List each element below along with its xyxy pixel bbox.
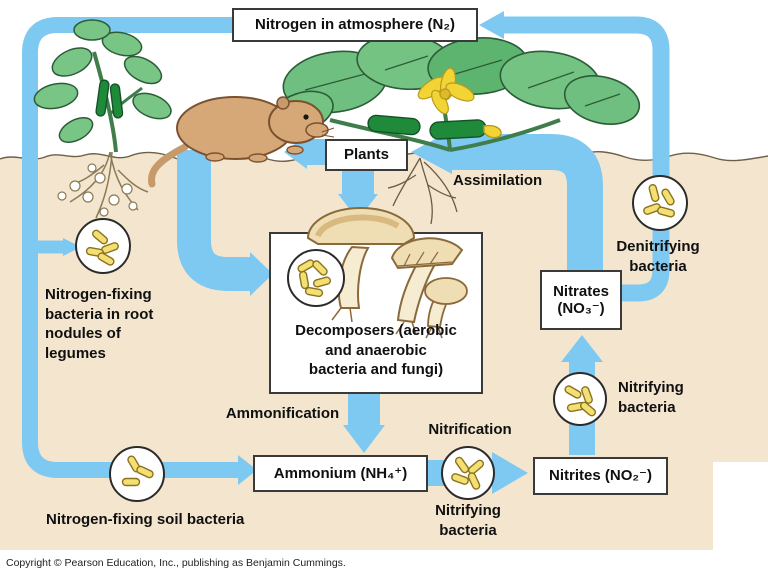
nitrifying-bacteria-lower-label: Nitrifying bacteria [435,502,501,539]
mushrooms [306,207,468,339]
denitrification-pipe [504,16,670,302]
arrow-into-nitrites [492,452,528,494]
squash-flower [417,67,475,115]
decomposers-label: Decomposers (aerobic and anaerobic bacte… [295,322,457,378]
arrow-into-nitrates [561,335,603,362]
arrow-into-decomposers [250,252,273,296]
cycle-arrowheads [63,11,603,494]
nfix-root-bacteria-label: Nitrogen-fixing bacteria in root nodules… [45,286,154,362]
denitrifying-bacteria-label: Denitrifying bacteria [616,238,700,275]
nfix-soil-bacteria-icon [109,446,165,502]
rat-tail [148,143,189,188]
arrow-into-ammonium-top [343,425,385,453]
squash-roots [387,157,458,225]
assimilation-pipe [452,134,603,271]
rat-consumer [148,96,335,188]
plants-box: Plants [325,139,408,171]
atmosphere-box: Nitrogen in atmosphere (N₂) [232,8,478,42]
decomposer-bacteria-icon [287,249,345,307]
ammonium-box: Ammonium (NH₄⁺) [253,455,428,492]
legume-plant [33,19,172,153]
rat-eye [303,114,309,120]
ammonification-label: Ammonification [225,405,340,422]
nitrates-box: Nitrates (NO₃⁻) [540,270,622,330]
denitrifying-bacteria-icon [632,175,688,231]
nitrifying-bacteria-upper-icon [553,372,607,426]
bean-pods [95,79,124,119]
nitrites-label: Nitrites (NO₂⁻) [549,467,652,485]
leaf-veins [304,55,621,107]
root-nodules [57,163,138,217]
nitrites-box: Nitrites (NO₂⁻) [533,457,668,495]
nitrogen-fixation-pipe [22,17,238,478]
arrow-into-root-nodule [63,238,81,256]
nfix-soil-bacteria-label: Nitrogen-fixing soil bacteria [46,511,245,528]
arrow-into-atmosphere [479,11,504,39]
nitrification-label: Nitrification [428,421,512,438]
copyright-text: Copyright © Pearson Education, Inc., pub… [6,557,346,569]
atmosphere-label: Nitrogen in atmosphere (N₂) [254,16,455,34]
nitrifying-bacteria-lower-icon [441,446,495,500]
ammonium-label: Ammonium (NH₄⁺) [273,464,408,482]
arrow-into-ammonium-left [238,455,257,485]
nitrates-label-line1: Nitrates [553,282,609,300]
nfix-root-bacteria-icon [75,218,131,274]
cycle-pipes [22,16,670,486]
zucchini-fruits [367,114,502,140]
nitrifying-bacteria-upper-label: Nitrifying bacteria [618,379,684,416]
squash-plant [270,33,641,152]
waste-to-decomposers-pipe [177,150,250,291]
mycelium [331,307,443,339]
assimilation-label: Assimilation [453,172,543,189]
arrow-plants-down [338,194,378,220]
rat-whiskers [321,127,335,138]
nitrates-label-line2: (NO₃⁻) [557,300,605,317]
rat-ear [276,96,290,110]
arrow-into-plants [411,130,452,174]
plants-label: Plants [343,146,389,164]
